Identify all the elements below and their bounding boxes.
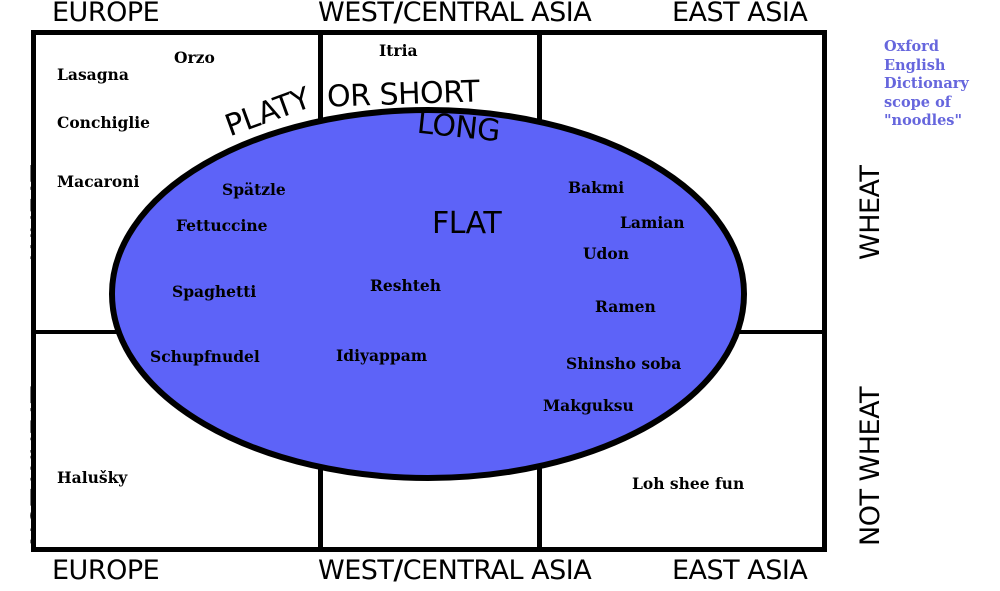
top-column-label-europe: EUROPE — [52, 0, 160, 28]
bottom-column-label-east-asia: EAST ASIA — [672, 555, 808, 586]
grid-divider-vertical-2 — [537, 30, 542, 552]
descriptor-flat: FLAT — [432, 206, 502, 241]
note-line-4: scope of — [884, 93, 951, 111]
item-shinsho-soba: Shinsho soba — [566, 354, 682, 373]
item-idiyappam: Idiyappam — [336, 346, 428, 365]
item-makguksu: Makguksu — [543, 396, 634, 415]
item-reshteh: Reshteh — [370, 276, 442, 295]
item-lasagna: Lasagna — [57, 65, 129, 84]
grid-divider-horizontal-1 — [31, 330, 827, 334]
top-column-label-west-central-asia: WEST/CENTRAL ASIA — [318, 0, 592, 28]
oed-scope-note: Oxford English Dictionary scope of "nood… — [884, 38, 996, 131]
item-halusky: Halušky — [57, 468, 128, 487]
item-macaroni: Macaroni — [57, 172, 140, 191]
item-loh-shee-fun: Loh shee fun — [632, 474, 745, 493]
bottom-column-label-west-central-asia: WEST/CENTRAL ASIA — [318, 555, 592, 586]
label-part-west: WEST — [318, 0, 394, 28]
descriptor-or-short: OR SHORT — [326, 74, 480, 115]
item-itria: Itria — [379, 41, 418, 60]
item-schupfnudel: Schupfnudel — [150, 347, 260, 366]
item-udon: Udon — [583, 244, 629, 263]
item-spatzle: Spätzle — [222, 180, 286, 199]
item-spaghetti: Spaghetti — [172, 282, 257, 301]
item-conchiglie: Conchiglie — [57, 113, 151, 132]
label-part-central-asia: CENTRAL ASIA — [402, 0, 592, 28]
item-lamian: Lamian — [620, 213, 685, 232]
item-ramen: Ramen — [595, 297, 656, 316]
label-part-west: WEST — [318, 555, 394, 586]
note-line-3: Dictionary — [884, 75, 969, 93]
item-bakmi: Bakmi — [568, 178, 625, 197]
label-slash: / — [393, 0, 403, 28]
right-row-label-not-wheat: NOT WHEAT — [855, 387, 886, 546]
item-fettuccine: Fettuccine — [176, 216, 268, 235]
right-row-label-wheat: WHEAT — [855, 165, 886, 260]
label-part-central-asia: CENTRAL ASIA — [402, 555, 592, 586]
note-line-5: "noodles" — [884, 112, 963, 130]
note-line-2: English — [884, 56, 946, 74]
label-slash: / — [393, 555, 403, 586]
item-orzo: Orzo — [174, 48, 215, 67]
descriptor-long: LONG — [415, 105, 502, 150]
note-line-1: Oxford — [884, 38, 939, 55]
top-column-label-east-asia: EAST ASIA — [672, 0, 808, 28]
bottom-column-label-europe: EUROPE — [52, 555, 160, 586]
grid-divider-vertical-1 — [318, 30, 323, 552]
